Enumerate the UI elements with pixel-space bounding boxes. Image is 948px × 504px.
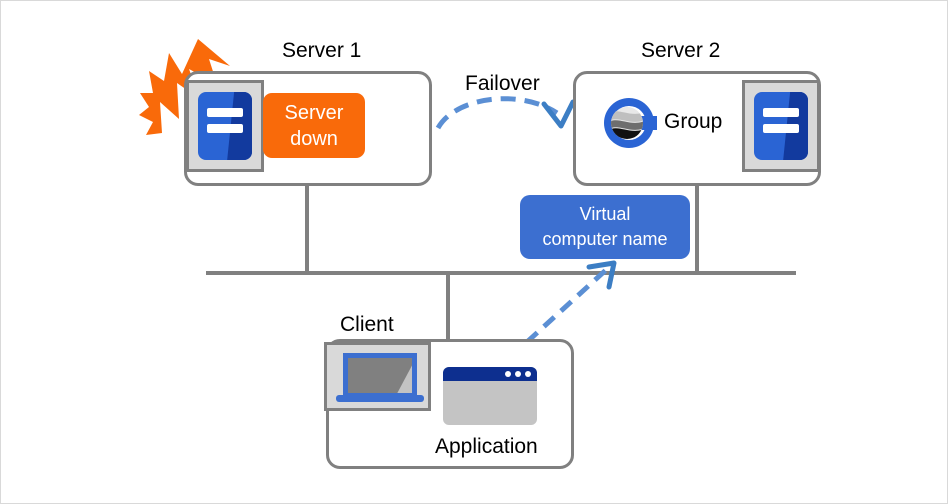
group-globe-logo-icon [603,98,657,148]
laptop-screen-glare [386,358,412,393]
failover-label: Failover [465,72,540,95]
virtual-name-line2: computer name [542,229,668,249]
server2-server-rack-icon [742,80,820,172]
server-rack-slot-2 [762,123,800,133]
virtual-computer-name-badge: Virtual computer name [520,195,690,259]
server-rack-slot-1 [762,108,800,118]
window-dot-1 [505,371,511,377]
application-window-icon [443,367,537,425]
server-down-line1: Server [284,101,344,124]
server1-label: Server 1 [282,39,362,62]
server-rack-slot-2 [206,123,244,133]
application-label: Application [435,435,538,458]
application-titlebar [443,367,537,381]
server2-label: Server 2 [641,39,721,62]
server-rack-slot-1 [206,108,244,118]
failover-arrow-icon [435,96,576,130]
server-rack-unit [198,92,252,160]
server1-server-rack-icon [186,80,264,172]
client-label: Client [340,313,394,336]
laptop-icon [324,342,431,411]
server-rack-unit [754,92,808,160]
laptop-base [336,395,424,402]
group-label: Group [664,110,723,133]
window-dot-2 [515,371,521,377]
server-down-line2: down [290,127,338,150]
window-dot-3 [525,371,531,377]
server-down-badge: Server down [263,93,365,158]
laptop-screen [343,353,417,398]
virtual-name-line1: Virtual [579,204,631,224]
